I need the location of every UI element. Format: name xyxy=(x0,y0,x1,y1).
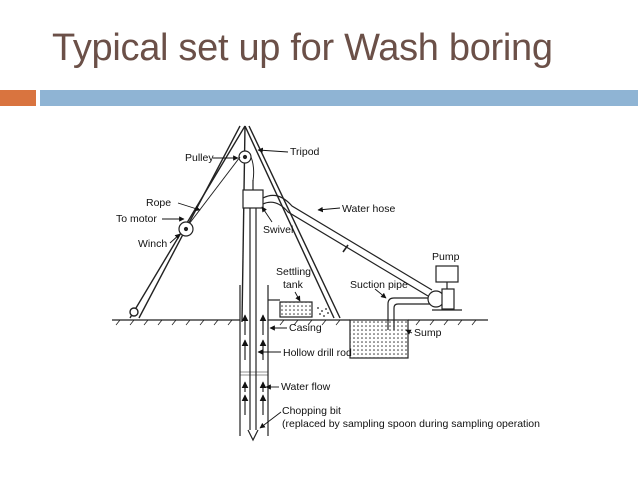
label-water-flow: Water flow xyxy=(281,381,331,393)
accent-bar-orange xyxy=(0,90,36,106)
label-to-motor: To motor xyxy=(116,213,157,225)
water-flow-arrows xyxy=(241,314,267,415)
chopping-bit xyxy=(247,429,259,442)
label-pulley: Pulley xyxy=(185,152,214,164)
label-settling-tank-line2: tank xyxy=(283,279,304,291)
label-winch: Winch xyxy=(138,238,167,250)
label-settling-tank-line1: Settling xyxy=(276,266,311,278)
overflow-spray xyxy=(317,307,329,317)
label-rope: Rope xyxy=(146,197,171,209)
label-chopping-bit-note: (replaced by sampling spoon during sampl… xyxy=(282,418,540,430)
label-casing: Casing xyxy=(289,322,322,334)
label-tripod: Tripod xyxy=(290,146,320,158)
ground-line xyxy=(112,319,488,326)
suction-pipe xyxy=(387,297,430,330)
swivel xyxy=(242,189,264,209)
water-hose xyxy=(262,194,433,297)
label-leaders xyxy=(162,147,413,429)
pump xyxy=(427,265,462,311)
sump xyxy=(349,319,409,359)
accent-bar-blue xyxy=(40,90,638,106)
casing xyxy=(239,285,269,436)
label-suction-pipe: Suction pipe xyxy=(350,279,408,291)
slide-title: Typical set up for Wash boring xyxy=(52,27,553,69)
rope xyxy=(185,156,255,229)
label-water-hose: Water hose xyxy=(342,203,395,215)
label-sump: Sump xyxy=(414,327,442,339)
pulley xyxy=(238,150,252,164)
label-chopping-bit: Chopping bit xyxy=(282,405,341,417)
wash-boring-diagram: Pulley Tripod Rope To motor Winch Swivel… xyxy=(112,125,540,442)
hollow-drill-rod xyxy=(249,208,257,430)
label-hollow-drill-rod: Hollow drill rod xyxy=(283,347,352,359)
settling-tank xyxy=(268,299,313,318)
winch xyxy=(178,221,194,237)
label-swivel: Swivel xyxy=(263,224,293,236)
label-pump: Pump xyxy=(432,251,460,263)
